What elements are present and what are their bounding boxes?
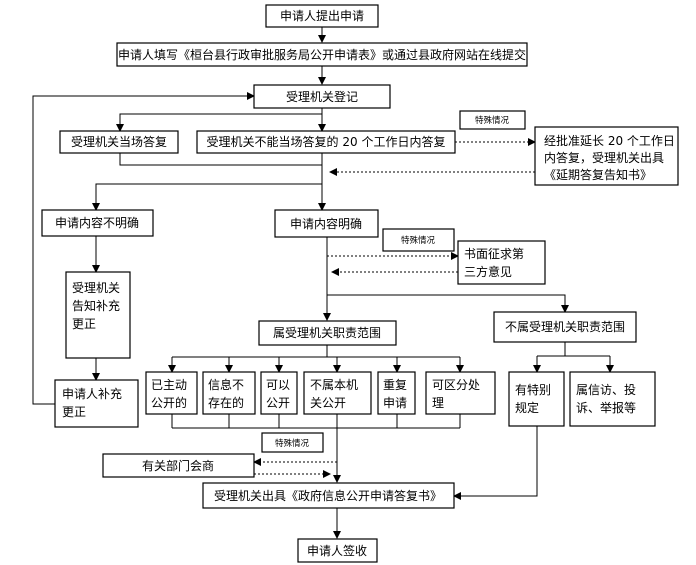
node-register: 受理机关登记 — [253, 84, 391, 109]
svg-text:内答复，受理机关出具: 内答复，受理机关出具 — [544, 150, 664, 165]
svg-text:属受理机关职责范围: 属受理机关职责范围 — [273, 326, 381, 340]
node-published: 已主动 公开的 — [145, 371, 198, 415]
node-out-scope: 不属受理机关职责范围 — [493, 311, 637, 343]
svg-text:申请人补充: 申请人补充 — [62, 386, 122, 401]
svg-text:申请人签收: 申请人签收 — [307, 543, 367, 558]
note-special-3: 特殊情况 — [261, 432, 324, 453]
node-notify: 受理机关 告知补充 更正 — [65, 271, 131, 359]
node-supplement: 申请人补充 更正 — [54, 379, 139, 428]
node-reply-20: 受理机关不能当场答复的 20 个工作日内答复 — [196, 130, 456, 154]
node-special-rules: 有特别 规定 — [508, 371, 565, 427]
svg-text:不属本机: 不属本机 — [310, 378, 358, 392]
svg-text:申请内容明确: 申请内容明确 — [290, 216, 362, 231]
node-not-public: 不属本机 关公开 — [303, 371, 372, 415]
svg-text:有特别: 有特别 — [515, 382, 551, 397]
svg-text:书面征求第: 书面征求第 — [464, 247, 524, 261]
node-clear: 申请内容明确 — [274, 209, 379, 238]
svg-text:信息不: 信息不 — [208, 377, 244, 392]
svg-text:受理机关不能当场答复的 20 个工作日内答复: 受理机关不能当场答复的 20 个工作日内答复 — [207, 134, 446, 149]
node-repeat: 重复 申请 — [377, 371, 416, 415]
svg-text:特殊情况: 特殊情况 — [401, 235, 436, 246]
svg-text:特殊情况: 特殊情况 — [475, 115, 510, 126]
svg-text:告知补充: 告知补充 — [72, 298, 120, 313]
svg-text:受理机关: 受理机关 — [72, 281, 120, 295]
svg-text:公开的: 公开的 — [151, 395, 187, 410]
svg-text:规定: 规定 — [515, 400, 539, 415]
svg-text:诉、举报等: 诉、举报等 — [576, 400, 636, 415]
svg-text:有关部门会商: 有关部门会商 — [142, 458, 214, 473]
node-extend: 经批准延长 20 个工作日 内答复，受理机关出具 《延期答复告知书》 — [534, 126, 679, 186]
node-partial: 可区分处 理 — [425, 371, 496, 415]
node-consult: 有关部门会商 — [102, 453, 255, 478]
svg-text:属信访、投: 属信访、投 — [576, 382, 636, 397]
node-third-party: 书面征求第 三方意见 — [457, 240, 546, 285]
note-special-1: 特殊情况 — [459, 110, 526, 130]
node-reply-book: 受理机关出具《政府信息公开申请答复书》 — [202, 482, 455, 509]
node-petition: 属信访、投 诉、举报等 — [569, 371, 656, 427]
svg-text:可区分处: 可区分处 — [432, 378, 480, 392]
node-unclear: 申请内容不明确 — [41, 209, 154, 237]
node-can-publish: 可以 公开 — [260, 371, 298, 415]
node-submit: 申请人提出申请 — [265, 4, 379, 28]
svg-text:受理机关登记: 受理机关登记 — [286, 89, 358, 104]
note-special-2: 特殊情况 — [382, 228, 455, 252]
svg-text:特殊情况: 特殊情况 — [275, 438, 310, 449]
svg-text:已主动: 已主动 — [151, 378, 187, 392]
svg-text:理: 理 — [432, 396, 444, 410]
svg-text:关公开: 关公开 — [310, 396, 346, 410]
svg-text:受理机关出具《政府信息公开申请答复书》: 受理机关出具《政府信息公开申请答复书》 — [214, 488, 442, 503]
svg-text:存在的: 存在的 — [208, 395, 244, 410]
svg-text:《延期答复告知书》: 《延期答复告知书》 — [544, 167, 652, 182]
node-reply-now: 受理机关当场答复 — [59, 130, 179, 154]
svg-text:三方意见: 三方意见 — [464, 264, 512, 279]
svg-text:申请人提出申请: 申请人提出申请 — [280, 8, 364, 23]
node-fill-form: 申请人填写《桓台县行政审批服务局公开申请表》或通过县政府网站在线提交 — [116, 42, 528, 67]
svg-text:申请: 申请 — [383, 396, 407, 410]
svg-text:更正: 更正 — [72, 317, 96, 331]
svg-text:不属受理机关职责范围: 不属受理机关职责范围 — [505, 320, 625, 334]
node-in-scope: 属受理机关职责范围 — [258, 320, 397, 346]
connectors — [32, 27, 614, 539]
svg-text:更正: 更正 — [62, 405, 86, 419]
svg-text:重复: 重复 — [383, 378, 407, 392]
svg-text:受理机关当场答复: 受理机关当场答复 — [71, 134, 167, 149]
svg-text:可以: 可以 — [266, 378, 290, 392]
svg-text:申请内容不明确: 申请内容不明确 — [55, 215, 139, 230]
svg-text:公开: 公开 — [266, 396, 290, 410]
node-not-exist: 信息不 存在的 — [202, 371, 256, 415]
node-receive: 申请人签收 — [297, 538, 378, 563]
svg-text:申请人填写《桓台县行政审批服务局公开申请表》或通过县政府网站: 申请人填写《桓台县行政审批服务局公开申请表》或通过县政府网站在线提交 — [118, 47, 526, 62]
svg-text:经批准延长 20 个工作日: 经批准延长 20 个工作日 — [544, 133, 675, 148]
